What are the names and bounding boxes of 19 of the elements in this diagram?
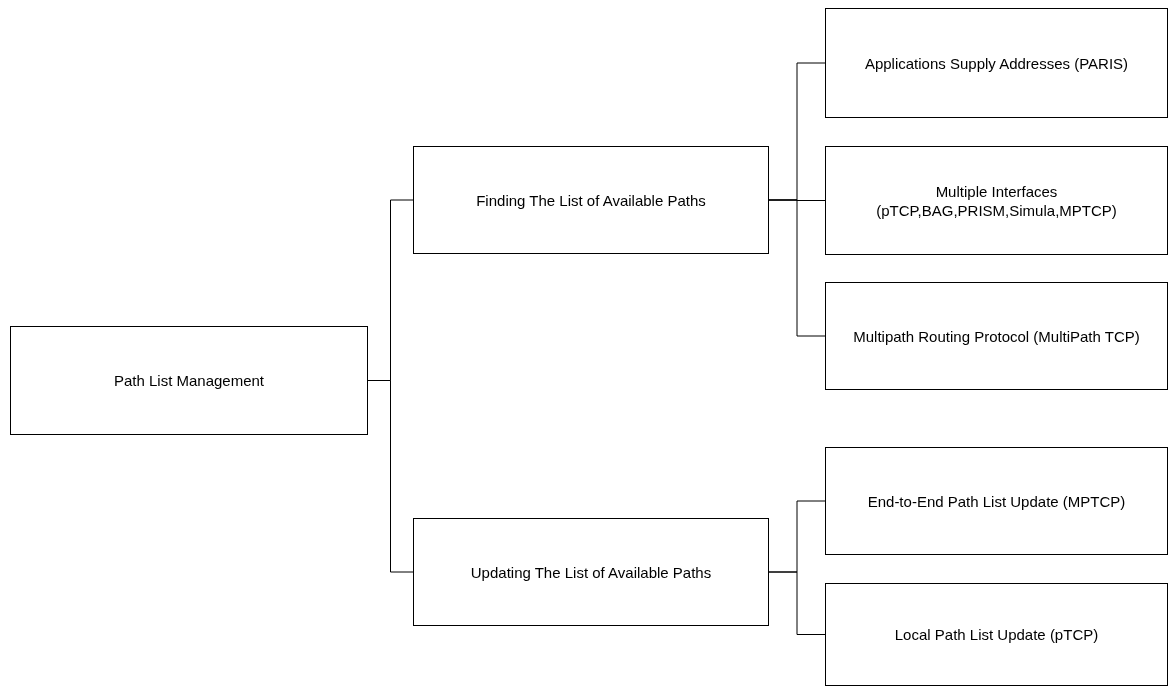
- box-label: Updating The List of Available Paths: [470, 562, 712, 582]
- process-box: [825, 583, 1168, 686]
- box-label: Multipath Routing Protocol (MultiPath TCP): [853, 326, 1140, 346]
- box-label: Finding The List of Available Paths: [476, 190, 706, 210]
- process-box: [413, 146, 769, 254]
- box-label: End-to-End Path List Update (MPTCP): [867, 491, 1126, 511]
- box-label: Applications Supply Addresses (PARIS): [864, 53, 1129, 73]
- connector-line: [367, 380, 414, 573]
- process-box: [825, 447, 1168, 555]
- process-box: [825, 8, 1168, 118]
- process-box: [413, 518, 769, 626]
- box-label: Multiple Interfaces (pTCP,BAG,PRISM,Simula,MPTCP): [875, 181, 1118, 220]
- process-box: [825, 146, 1168, 255]
- connector-line: [768, 199, 826, 337]
- connector-line: [768, 571, 826, 635]
- box-label: Path List Management: [113, 371, 265, 390]
- process-box: [10, 326, 368, 435]
- process-box: [825, 282, 1168, 390]
- box-label: Local Path List Update (pTCP): [894, 625, 1099, 644]
